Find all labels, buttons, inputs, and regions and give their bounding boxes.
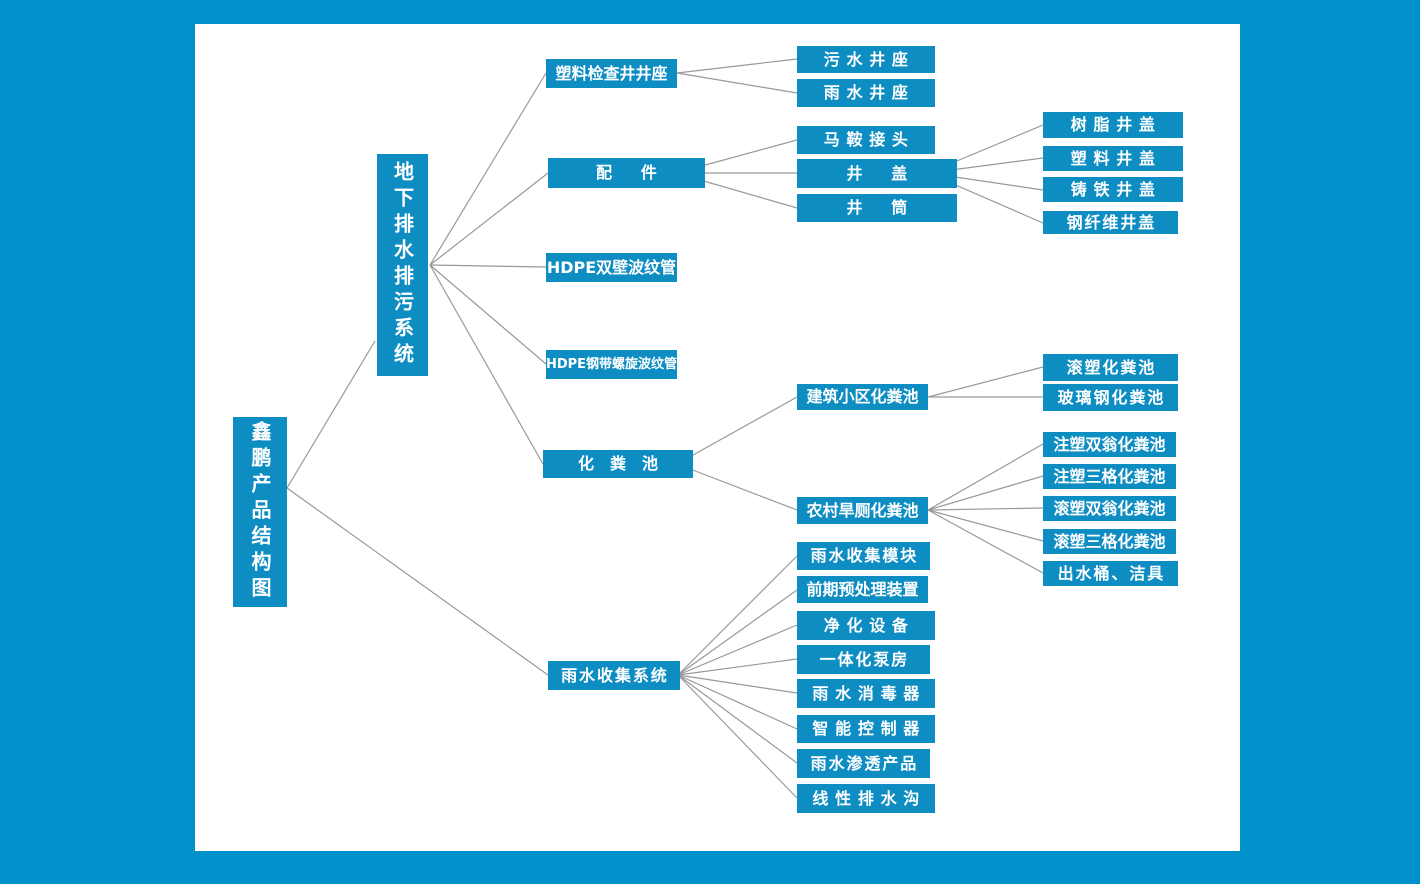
node-purification-equipment: 净化设备	[797, 611, 935, 640]
node-root-title: 鑫鹏产品结构图	[233, 417, 287, 607]
node-sewage-well-seat: 污水井座	[797, 46, 935, 73]
node-septic-tank: 化粪池	[543, 450, 693, 478]
node-building-community-septic-tank: 建筑小区化粪池	[797, 384, 928, 410]
node-hdpe-double-wall-corrugated-pipe: HDPE双壁波纹管	[546, 253, 677, 282]
node-rural-dry-toilet-septic-tank: 农村旱厕化粪池	[797, 497, 928, 524]
node-cast-iron-well-cover: 铸铁井盖	[1043, 177, 1183, 202]
node-integrated-pump-house: 一体化泵房	[797, 645, 930, 674]
node-hdpe-steel-belt-spiral-pipe: HDPE钢带螺旋波纹管	[546, 350, 677, 379]
node-injection-three-compartment-septic-tank: 注塑三格化粪池	[1043, 464, 1176, 489]
node-plastic-well-cover: 塑料井盖	[1043, 146, 1183, 171]
node-plastic-inspection-well-seat: 塑料检查井井座	[546, 59, 677, 88]
node-well-barrel: 井筒	[797, 194, 957, 222]
node-rainwater-collection-system: 雨水收集系统	[548, 661, 680, 690]
node-accessories: 配件	[548, 158, 705, 188]
node-outlet-bucket-sanitary-ware: 出水桶、洁具	[1043, 561, 1178, 586]
node-pretreatment-device: 前期预处理装置	[797, 576, 928, 603]
node-well-cover: 井盖	[797, 159, 957, 188]
node-steel-fiber-well-cover: 钢纤维井盖	[1043, 211, 1178, 234]
node-rotomolded-double-urn-septic-tank: 滚塑双翁化粪池	[1043, 496, 1176, 521]
node-fiberglass-septic-tank: 玻璃钢化粪池	[1043, 384, 1178, 411]
node-rainwater-infiltration-products: 雨水渗透产品	[797, 749, 930, 778]
node-injection-double-urn-septic-tank: 注塑双翁化粪池	[1043, 432, 1176, 457]
node-underground-drainage-system: 地下排水排污系统	[377, 154, 428, 376]
diagram-canvas: 鑫鹏产品结构图 地下排水排污系统 雨水收集系统 塑料检查井井座 配件 HDPE双…	[195, 24, 1240, 851]
node-intelligent-controller: 智能控制器	[797, 715, 935, 743]
node-rainwater-disinfector: 雨水消毒器	[797, 679, 935, 708]
node-saddle-joint: 马鞍接头	[797, 126, 935, 154]
node-linear-drainage-ditch: 线性排水沟	[797, 784, 935, 813]
node-resin-well-cover: 树脂井盖	[1043, 112, 1183, 138]
node-rainwater-collection-module: 雨水收集模块	[797, 542, 930, 570]
node-rainwater-well-seat: 雨水井座	[797, 79, 935, 107]
node-rotomolded-three-compartment-septic-tank: 滚塑三格化粪池	[1043, 529, 1176, 554]
node-rotomolded-septic-tank: 滚塑化粪池	[1043, 354, 1178, 381]
